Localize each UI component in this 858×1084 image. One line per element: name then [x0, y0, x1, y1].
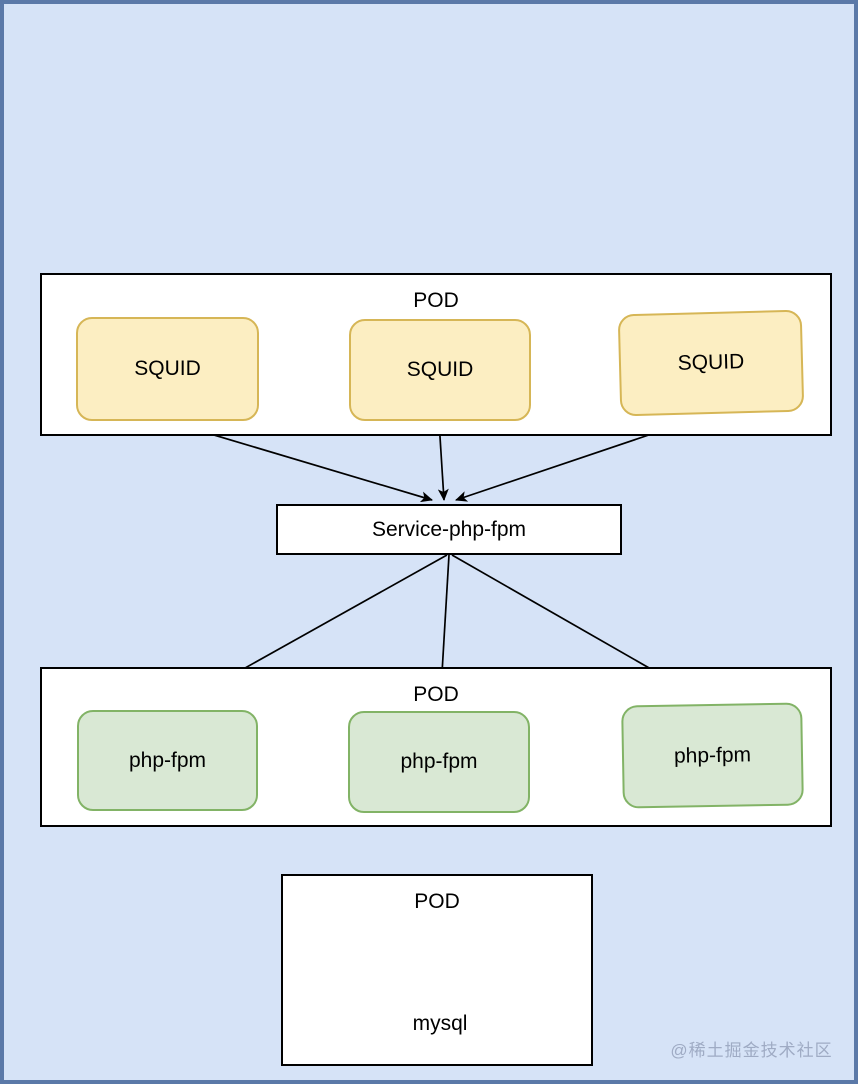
node-squid-2-label: SQUID: [406, 358, 474, 381]
node-php-fpm-2: php-fpm: [348, 711, 530, 813]
pod-squid-label: POD: [413, 289, 459, 312]
node-squid-2: SQUID: [349, 319, 531, 421]
pod-php-fpm-label: POD: [413, 683, 459, 706]
node-php-fpm-3-label: php-fpm: [673, 742, 752, 768]
pod-mysql: POD: [281, 874, 593, 1066]
node-squid-3: SQUID: [617, 309, 805, 417]
node-mysql-label: mysql: [412, 1012, 468, 1035]
node-php-fpm-1: php-fpm: [77, 710, 258, 811]
pod-mysql-label: POD: [414, 890, 460, 913]
node-php-fpm-2-label: php-fpm: [400, 750, 478, 773]
node-service-php-fpm: Service-php-fpm: [276, 504, 622, 555]
node-squid-3-label: SQUID: [677, 350, 745, 375]
node-squid-1: SQUID: [76, 317, 259, 421]
node-php-fpm-1-label: php-fpm: [128, 748, 207, 772]
node-squid-1-label: SQUID: [134, 357, 201, 380]
node-service-php-fpm-label: Service-php-fpm: [371, 517, 527, 541]
watermark: @稀土掘金技术社区: [670, 1041, 833, 1060]
node-php-fpm-3: php-fpm: [621, 702, 804, 809]
